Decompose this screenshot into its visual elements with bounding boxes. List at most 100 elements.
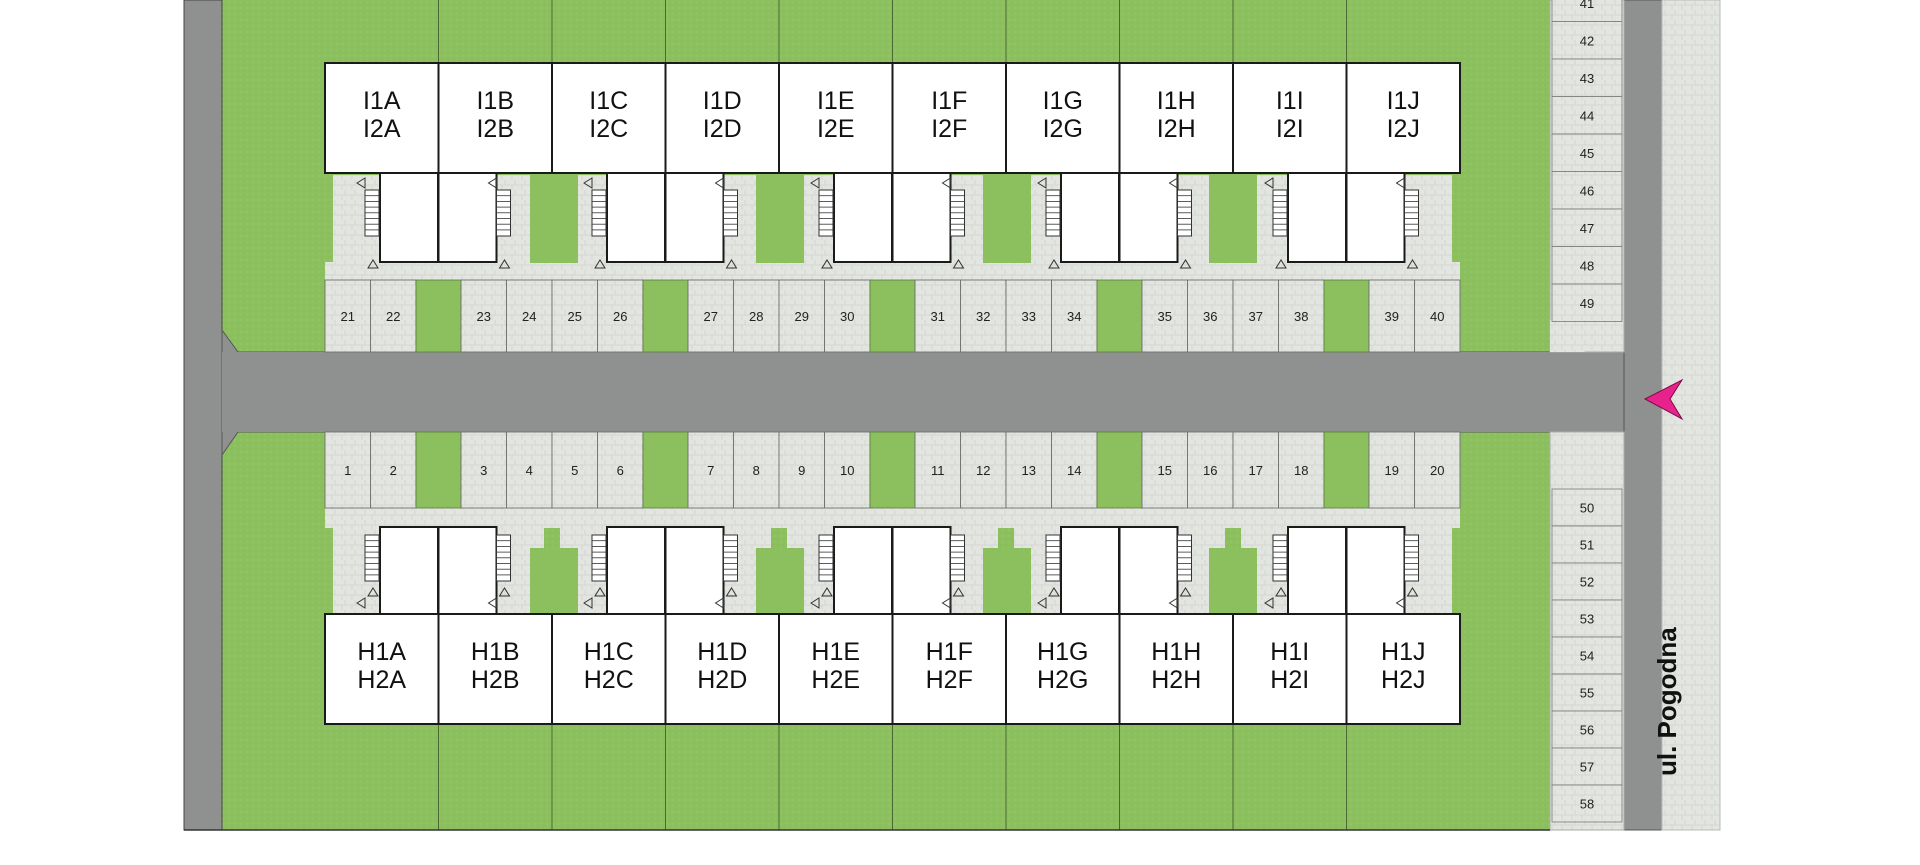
- parking-spot-number: 34: [1067, 309, 1081, 324]
- parking-spot[interactable]: [733, 279, 780, 353]
- unit-label-upper: H1A: [357, 638, 406, 666]
- door-triangle-icon: [810, 597, 820, 609]
- building-block[interactable]: [664, 62, 780, 174]
- unit-label-lower: H2J: [1381, 666, 1425, 694]
- parking-spot[interactable]: [1278, 431, 1325, 509]
- parking-spot[interactable]: [460, 431, 507, 509]
- parking-spot[interactable]: [1414, 431, 1461, 509]
- stair-icon: [496, 534, 511, 582]
- parking-spot[interactable]: [1414, 279, 1461, 353]
- door-triangle-icon: [356, 597, 366, 609]
- stair-icon: [364, 534, 380, 582]
- building-block[interactable]: [891, 62, 1007, 174]
- east-parking-spot[interactable]: [1551, 562, 1623, 601]
- south-buildings: H1AH2AH1BH2BH1CH2CH1DH2DH1EH2EH1FH2FH1GH…: [324, 526, 1461, 725]
- east-parking-spot[interactable]: [1551, 599, 1623, 638]
- parking-spot[interactable]: [551, 431, 598, 509]
- parking-green-separator: [869, 431, 916, 509]
- building-block[interactable]: [1345, 62, 1461, 174]
- parking-spot[interactable]: [506, 279, 553, 353]
- parking-spot[interactable]: [687, 431, 734, 509]
- parking-spot[interactable]: [1368, 279, 1415, 353]
- building-block[interactable]: [778, 62, 894, 174]
- building-block[interactable]: [891, 613, 1007, 725]
- building-block[interactable]: [1118, 62, 1234, 174]
- parking-spot[interactable]: [1232, 279, 1279, 353]
- parking-spot[interactable]: [1141, 279, 1188, 353]
- parking-spot[interactable]: [914, 431, 961, 509]
- parking-spot[interactable]: [824, 279, 871, 353]
- building-block[interactable]: [1345, 613, 1461, 725]
- door-triangle-icon: [821, 259, 833, 269]
- parking-spot[interactable]: [778, 431, 825, 509]
- east-parking-spot[interactable]: [1551, 525, 1623, 564]
- building-wing: [437, 171, 498, 263]
- parking-spot[interactable]: [324, 431, 371, 509]
- building-block[interactable]: [437, 62, 553, 174]
- east-parking-spot[interactable]: [1551, 747, 1623, 786]
- parking-spot[interactable]: [1232, 431, 1279, 509]
- door-triangle-icon: [356, 177, 366, 189]
- east-parking-spot[interactable]: [1551, 58, 1623, 97]
- parking-spot[interactable]: [914, 279, 961, 353]
- parking-spot[interactable]: [1187, 431, 1234, 509]
- building-block[interactable]: [1118, 613, 1234, 725]
- parking-spot[interactable]: [597, 431, 644, 509]
- door-triangle-icon: [498, 587, 511, 597]
- parking-spot[interactable]: [324, 279, 371, 353]
- parking-spot[interactable]: [506, 431, 553, 509]
- east-parking-spot[interactable]: [1551, 710, 1623, 749]
- east-road: [1623, 0, 1663, 831]
- parking-spot-number: 10: [840, 463, 854, 478]
- door-triangle-icon: [1275, 587, 1287, 597]
- parking-spot[interactable]: [960, 279, 1007, 353]
- east-parking-spot[interactable]: [1551, 171, 1623, 210]
- door-triangle-icon: [941, 177, 951, 189]
- east-parking-spot[interactable]: [1551, 133, 1623, 172]
- building-wing: [664, 526, 725, 618]
- parking-spot[interactable]: [733, 431, 780, 509]
- building-block[interactable]: [437, 613, 553, 725]
- east-parking-spot[interactable]: [1551, 636, 1623, 675]
- green-strip: [530, 548, 578, 614]
- parking-spot[interactable]: [1187, 279, 1234, 353]
- parking-spot[interactable]: [1051, 279, 1098, 353]
- parking-spot[interactable]: [460, 279, 507, 353]
- east-parking-spot[interactable]: [1551, 283, 1623, 322]
- stair-icon: [1177, 189, 1192, 237]
- stair-icon: [1045, 534, 1061, 582]
- parking-spot[interactable]: [960, 431, 1007, 509]
- parking-spot[interactable]: [597, 279, 644, 353]
- parking-spot[interactable]: [1141, 431, 1188, 509]
- unit-label-lower: I2I: [1276, 115, 1304, 143]
- building-wing: [833, 526, 893, 618]
- building-block[interactable]: [1005, 62, 1121, 174]
- building-block[interactable]: [1232, 62, 1348, 174]
- building-block[interactable]: [664, 613, 780, 725]
- east-parking-spot[interactable]: [1551, 784, 1623, 823]
- parking-spot-number: 9: [798, 463, 805, 478]
- east-parking-spot[interactable]: [1551, 208, 1623, 247]
- parking-spot[interactable]: [687, 279, 734, 353]
- building-block[interactable]: [324, 62, 440, 174]
- unit-label-lower: I2B: [476, 115, 514, 143]
- stair-icon: [364, 189, 380, 237]
- stair-icon: [723, 534, 738, 582]
- parking-spot[interactable]: [1005, 279, 1052, 353]
- east-parking-spot[interactable]: [1551, 673, 1623, 712]
- building-block[interactable]: [324, 613, 440, 725]
- parking-spot[interactable]: [370, 431, 417, 509]
- parking-spot[interactable]: [1278, 279, 1325, 353]
- parking-spot-number: 26: [613, 309, 627, 324]
- parking-spot[interactable]: [370, 279, 417, 353]
- building-block[interactable]: [778, 613, 894, 725]
- parking-spot[interactable]: [1051, 431, 1098, 509]
- entrance-arrow-icon[interactable]: [1643, 378, 1684, 421]
- parking-spot[interactable]: [824, 431, 871, 509]
- building-block[interactable]: [551, 613, 667, 725]
- stair-icon: [1045, 189, 1061, 237]
- door-triangle-icon: [583, 597, 593, 609]
- building-block[interactable]: [1005, 613, 1121, 725]
- building-block[interactable]: [551, 62, 667, 174]
